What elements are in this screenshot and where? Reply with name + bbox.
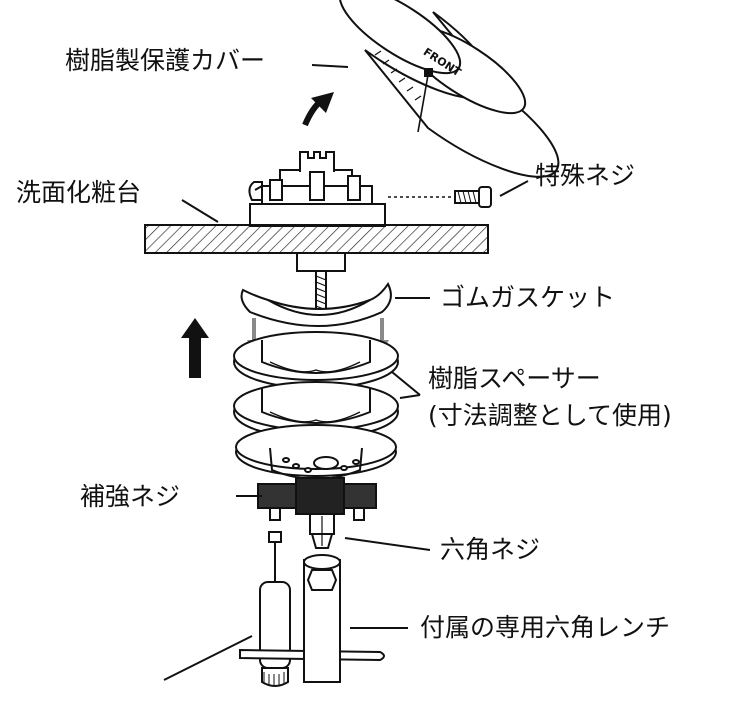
base-disc <box>235 424 397 480</box>
label-hex-screw: 六角ネジ <box>440 535 541 564</box>
label-counter: 洗面化粧台 <box>16 178 142 207</box>
special-screw <box>388 186 492 208</box>
push-up-arrow <box>181 318 209 378</box>
label-spacer-note: (寸法調整として使用) <box>428 401 672 430</box>
label-reinforce-screw: 補強ネジ <box>80 482 181 511</box>
rubber-gasket <box>240 282 392 327</box>
label-cover: 樹脂製保護カバー <box>65 46 266 75</box>
leader-lines <box>163 64 529 681</box>
drain-top-mechanism <box>248 151 386 227</box>
label-special-screw: 特殊ネジ <box>535 161 636 190</box>
hex-wrench <box>239 531 385 687</box>
resin-spacers <box>233 331 399 439</box>
label-wrench: 付属の専用六角レンチ <box>420 613 671 642</box>
lift-cover-arrow <box>302 92 334 127</box>
protective-cover: FRONT <box>338 0 560 178</box>
vanity-counter <box>144 224 489 254</box>
hex-screw <box>309 513 335 549</box>
label-gasket: ゴムガスケット <box>440 283 616 312</box>
label-spacer: 樹脂スペーサー <box>428 364 601 393</box>
